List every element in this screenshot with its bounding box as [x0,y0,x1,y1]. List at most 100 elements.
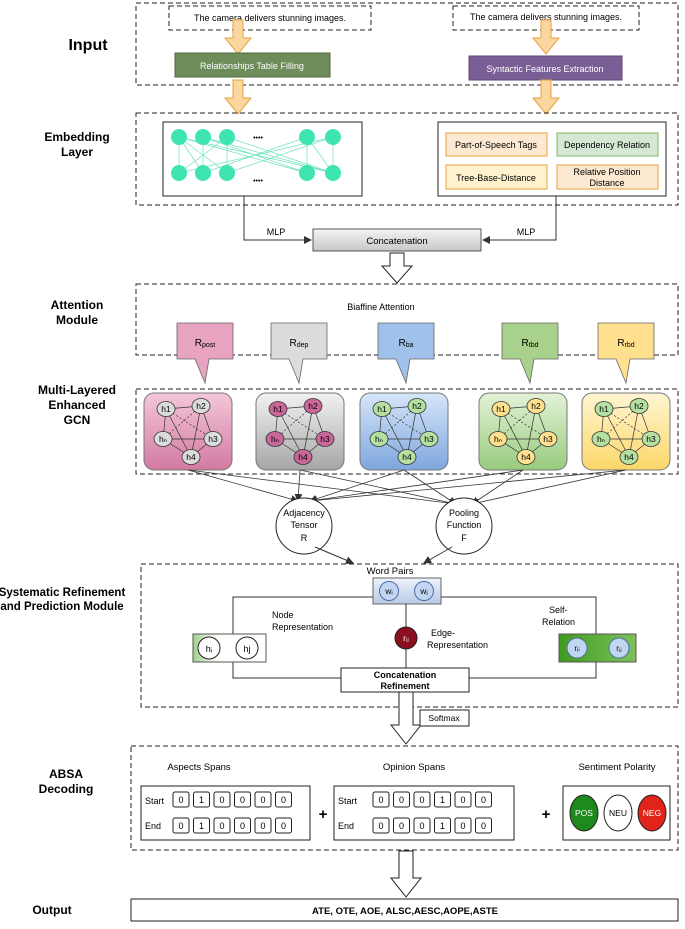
rtf-box [174,52,331,78]
gcn-node [181,449,201,465]
span-cell [193,817,210,834]
gcn-edge [165,408,214,440]
wi-circle [379,581,399,601]
nn-node [219,129,235,145]
gcn-node-label: h1 [377,404,387,414]
gcn-node [594,401,614,417]
concat-refine-label-1: Concatenation [374,670,437,680]
connector-to-adjacency [294,469,303,502]
wj-label: wⱼ [419,586,428,596]
gcn-edge [302,405,314,458]
gcn-edge [603,408,630,458]
aspect-start-label: Start [145,796,165,806]
hj-circle [235,636,259,660]
gcn-node [407,398,427,414]
refine-section: Word Pairs wᵢ wⱼ Node Representation hᵢ … [140,563,679,745]
span-cell-value: 1 [199,821,204,831]
refine-right-bottom-line [469,662,597,679]
connector-to-adjacency [309,469,405,503]
nn-edge [178,136,228,174]
label-embedding-2: Layer [61,145,93,159]
span-cell [475,817,492,834]
output-section: ATE, OTE, AOE, ALSC,AESC,AOPE,ASTE [130,898,679,922]
wi-label: wᵢ [384,586,392,596]
span-cell-value: 0 [399,821,404,831]
rij-circle [394,626,418,650]
rel-pos-label-2: Distance [589,178,624,188]
relation-callout [270,322,328,385]
gcn-node [315,431,335,447]
gcn-node [641,431,661,447]
opinion-end-label: End [338,821,354,831]
span-cell [275,791,292,808]
label-output: Output [32,903,71,917]
gcn-node [372,401,392,417]
sentence-box-left [168,5,372,31]
span-cell-value: 0 [481,795,486,805]
gcn-node-label: h2 [531,401,541,411]
relation-callout-label: Rdep [290,338,309,349]
span-cell-value: 0 [260,795,265,805]
dep-rel-box [556,132,659,157]
concat-refine-label-2: Refinement [380,681,429,691]
refine-left-bottom-line [232,662,341,679]
connector-to-adjacency [309,469,524,504]
adjacency-tensor: Adjacency Tensor R [275,497,333,555]
gcn-edge [406,405,418,458]
rel-pos-label-1: Relative Position [573,167,640,177]
span-cell-value: 0 [219,821,224,831]
edge-rep-label-2: Representation [427,640,488,650]
section-labels: Input Embedding Layer Attention Module M… [0,37,125,917]
gcn-node-label: hₙ [159,434,168,444]
span-cell-value: 0 [378,795,383,805]
label-attention-2: Module [56,313,98,327]
pooling-circle [435,497,493,555]
arrow-pooling-to-refine [423,546,453,564]
biaffine-title: Biaffine Attention [347,302,414,312]
relation-callout [501,322,559,385]
ellipsis-top: •••• [253,135,263,142]
gcn-node-label: h3 [646,434,656,444]
rjj-label: rⱼⱼ [616,644,621,653]
gcn-node-label: hₙ [375,434,384,444]
concat-label: Concatenation [366,236,427,247]
rij-label: rᵢⱼ [403,633,409,643]
relation-callout-label: Rtbd [522,338,539,349]
node-rep-label-2: Representation [272,622,333,632]
span-cell [393,791,410,808]
pooling-label-1: Pooling [449,508,479,518]
opinion-start-label: Start [338,796,358,806]
gcn-node [488,431,508,447]
span-cell-value: 1 [440,795,445,805]
mlp-left-label: MLP [267,227,286,237]
nn-node [171,129,187,145]
span-cell-value: 0 [460,795,465,805]
span-cell-value: 1 [199,795,204,805]
gcn-node [619,449,639,465]
arrow-softmax-down [389,691,423,745]
gcn-edge [500,408,549,440]
absa-frame [130,745,679,851]
label-refine-1: Systematic Refinement [0,587,125,599]
hi-circle [197,636,221,660]
connector-to-adjacency [309,469,627,505]
connector-to-pooling [299,469,457,507]
span-cell-value: 0 [240,821,245,831]
gcn-node [516,449,536,465]
pos-ellipse [569,794,599,832]
span-cell [372,817,390,834]
relation-callout-label: Rrbd [617,338,634,349]
nn-nodes [171,129,341,181]
gcn-node [591,431,611,447]
relation-callout [176,322,234,385]
relation-callout-label: Rpost [195,338,216,349]
gcn-connectors [187,469,627,508]
span-cell-value: 0 [219,795,224,805]
span-cell [254,791,272,808]
gcn-node [293,449,313,465]
wj-circle [414,581,434,601]
gcn-node-label: h4 [624,452,634,462]
label-absa-1: ABSA [49,767,83,781]
